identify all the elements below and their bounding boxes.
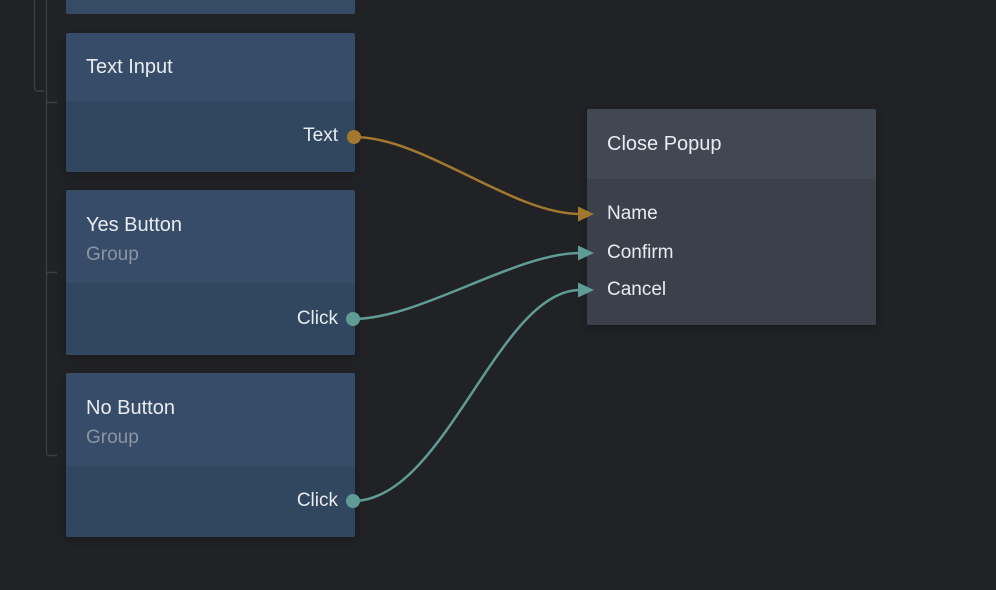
- node-text-input[interactable]: Text Input Text: [66, 33, 355, 172]
- node-no-button[interactable]: No Button Group Click: [66, 373, 355, 537]
- output-port-label-text: Text: [303, 125, 338, 146]
- node-body: Click: [66, 466, 355, 537]
- input-port-label-confirm: Confirm: [607, 242, 674, 263]
- input-port-label-cancel: Cancel: [607, 279, 667, 300]
- node-title: Yes Button: [86, 213, 183, 236]
- wire-yesclick-to-confirm[interactable]: [351, 251, 582, 321]
- node-header[interactable]: Yes Button Group: [66, 190, 355, 283]
- wire-text-to-name[interactable]: [352, 135, 582, 216]
- node-body: Text: [66, 101, 355, 172]
- node-subtitle: Group: [86, 243, 139, 265]
- node-title: Close Popup: [607, 132, 722, 155]
- tree-connector-line: [33, 0, 44, 92]
- node-close-popup[interactable]: Close Popup Name Confirm Cancel: [587, 109, 876, 325]
- node-body: Click: [66, 283, 355, 355]
- output-port-label-click: Click: [296, 490, 338, 511]
- node-subtitle: Group: [86, 426, 139, 448]
- wire-noclick-to-cancel[interactable]: [351, 288, 582, 503]
- node-title: No Button: [86, 396, 175, 419]
- node-body: Name Confirm Cancel: [587, 179, 876, 325]
- node-offscreen-top[interactable]: [66, 0, 355, 14]
- tree-connector-line: [45, 0, 57, 457]
- node-yes-button[interactable]: Yes Button Group Click: [66, 190, 355, 355]
- input-port-label-name: Name: [607, 203, 658, 224]
- node-header[interactable]: Close Popup: [587, 109, 876, 179]
- output-port-label-click: Click: [296, 308, 338, 329]
- node-header[interactable]: No Button Group: [66, 373, 355, 466]
- node-header[interactable]: Text Input: [66, 33, 355, 101]
- node-title: Text Input: [86, 55, 173, 78]
